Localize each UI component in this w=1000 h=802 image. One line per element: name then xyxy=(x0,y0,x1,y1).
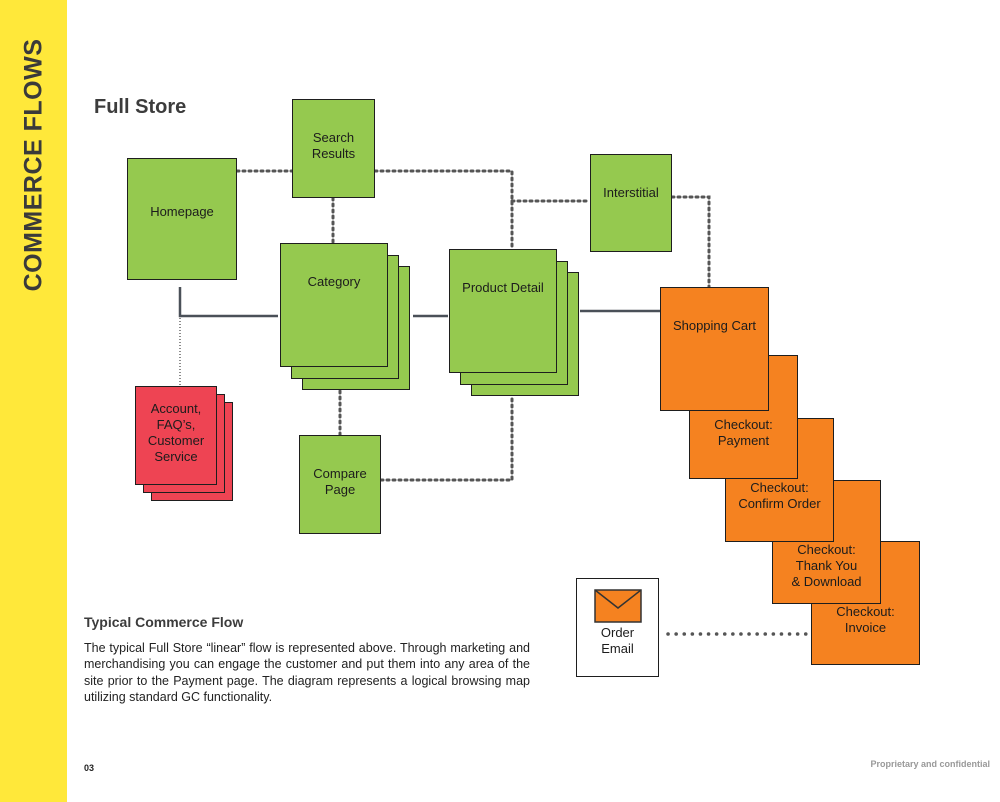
node-label: Checkout: Payment xyxy=(714,417,773,448)
node-shopping-cart: Shopping Cart xyxy=(660,287,769,411)
node-label: Account, FAQ’s, Customer Service xyxy=(147,401,205,464)
node-homepage: Homepage xyxy=(127,158,237,280)
node-search-results: Search Results xyxy=(292,99,375,198)
node-label: Product Detail xyxy=(462,280,544,295)
node-label: Checkout: Invoice xyxy=(836,604,895,635)
solid-homepage-category xyxy=(178,287,278,318)
node-label: Search Results xyxy=(311,130,356,161)
node-product-detail: Product Detail xyxy=(449,249,557,373)
node-label: Shopping Cart xyxy=(672,318,757,333)
confidential-note: Proprietary and confidential xyxy=(870,759,990,769)
dotted-interstitial-cart xyxy=(670,195,711,290)
dotted-compare-product xyxy=(379,394,514,482)
node-label: Compare Page xyxy=(313,466,367,497)
node-compare-page: Compare Page xyxy=(299,435,381,534)
node-label: Checkout: Thank You & Download xyxy=(791,542,862,589)
sidebar-band: COMMERCE FLOWS xyxy=(0,0,67,802)
node-label: Order Email xyxy=(600,625,635,656)
node-account: Account, FAQ’s, Customer Service xyxy=(135,386,217,485)
dotted-search-product xyxy=(373,169,514,251)
node-label: Interstitial xyxy=(603,185,659,200)
node-label: Homepage xyxy=(150,204,214,219)
node-order-email: Order Email xyxy=(576,578,659,677)
envelope-icon xyxy=(594,589,642,623)
description-title: Typical Commerce Flow xyxy=(84,614,244,630)
node-category: Category xyxy=(280,243,388,367)
page-title: Full Store xyxy=(94,96,187,118)
node-interstitial: Interstitial xyxy=(590,154,672,252)
page-number: 03 xyxy=(84,763,95,773)
description-body: The typical Full Store “linear” flow is … xyxy=(84,641,530,704)
node-label: Checkout: Confirm Order xyxy=(738,480,821,511)
node-label: Category xyxy=(307,274,361,289)
